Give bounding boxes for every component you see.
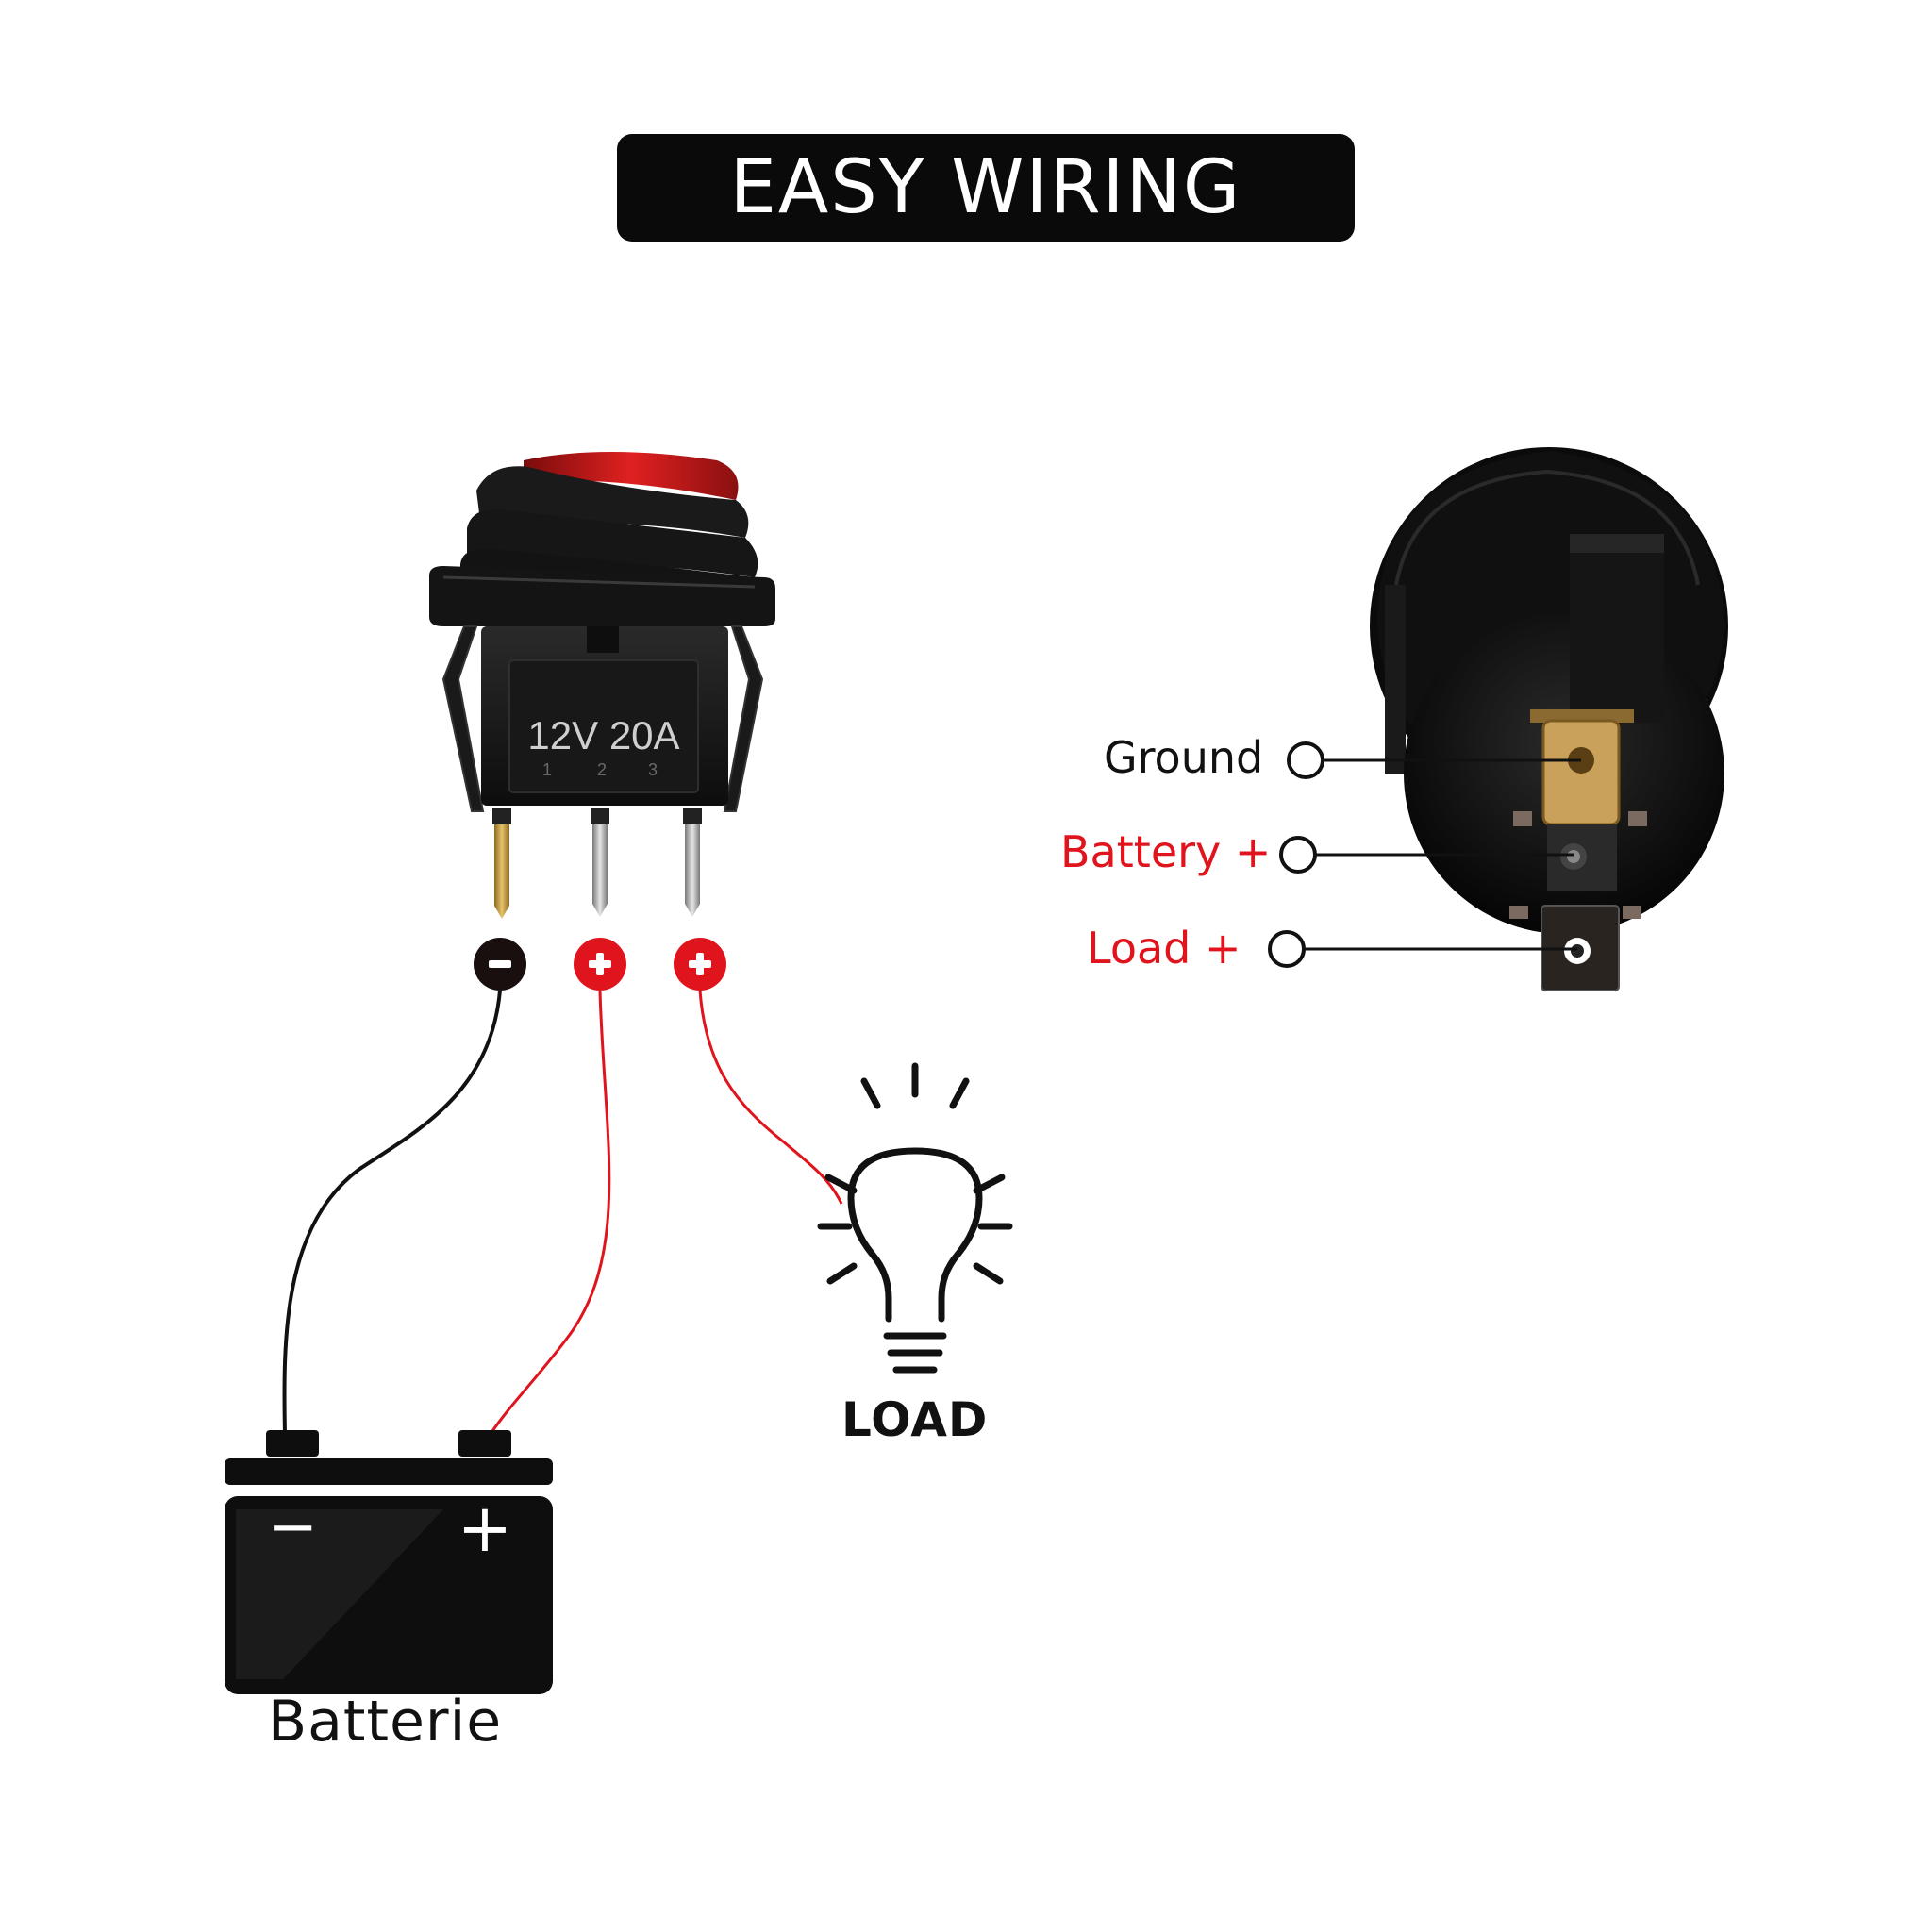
pin-number-3: 3	[648, 760, 658, 779]
terminal-marker-plus-battery	[574, 938, 626, 991]
page-title: EASY WIRING	[729, 145, 1242, 230]
switch-pin-3	[683, 808, 702, 917]
wire-ground-black	[282, 990, 502, 1435]
battery-caption: Batterie	[268, 1689, 503, 1755]
battery-plus-symbol: +	[458, 1490, 513, 1567]
switch-flange	[429, 566, 775, 626]
rocker-switch-back	[1370, 447, 1728, 991]
wire-battery-red	[489, 990, 611, 1435]
lightbulb-icon	[817, 1062, 1013, 1374]
switch-rating-text: 12V 20A	[527, 713, 679, 758]
battery-terminal-positive	[458, 1430, 511, 1457]
back-terminal-ground	[1530, 709, 1634, 826]
terminal-marker-minus	[474, 938, 526, 991]
battery-terminal-negative	[266, 1430, 319, 1457]
wire-load-red	[698, 990, 843, 1205]
switch-clip-right	[723, 625, 764, 812]
rocker-switch-front: 12V 20A 1 2 3	[429, 452, 775, 919]
callout-ground	[1287, 741, 1581, 779]
callout-battery	[1279, 836, 1574, 874]
callout-load	[1268, 930, 1577, 968]
back-terminal-battery	[1513, 811, 1647, 891]
title-banner: EASY WIRING	[617, 134, 1355, 242]
switch-clip-left	[441, 625, 485, 812]
back-terminal-load	[1509, 905, 1641, 991]
switch-pin-1	[492, 808, 511, 919]
pin-label-battery: Battery +	[1060, 826, 1272, 877]
rocker-button	[524, 452, 739, 500]
terminal-marker-plus-load	[674, 938, 726, 991]
switch-pin-2	[591, 808, 609, 917]
battery-minus-symbol: −	[267, 1492, 318, 1562]
pin-label-load: Load +	[1087, 923, 1241, 974]
pin-label-ground: Ground	[1104, 732, 1264, 783]
battery-icon: − +	[225, 1430, 553, 1694]
pin-number-2: 2	[597, 760, 607, 779]
pin-number-1: 1	[542, 760, 552, 779]
load-caption: LOAD	[841, 1392, 989, 1447]
